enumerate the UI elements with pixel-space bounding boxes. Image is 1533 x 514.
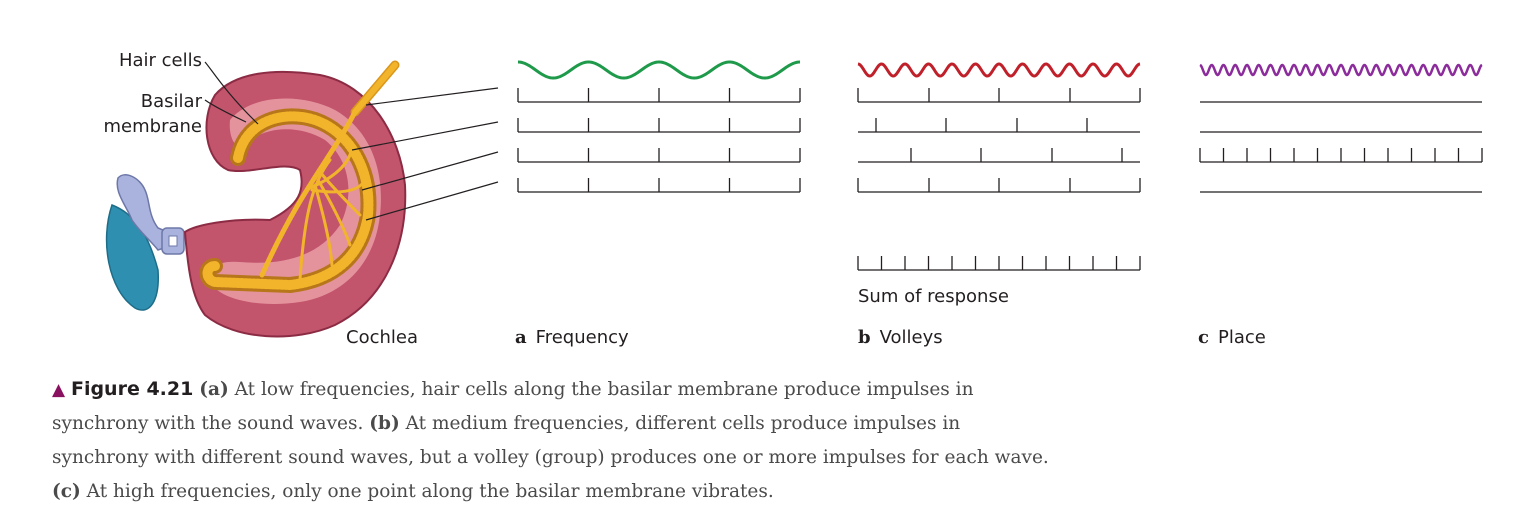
panel-b-label: b Volleys <box>858 327 943 348</box>
impulse-traces-b <box>858 88 1140 192</box>
wave-medium-frequency <box>858 64 1140 76</box>
basilar-label-line1: Basilar <box>141 91 202 112</box>
impulse-traces-c <box>1200 102 1482 192</box>
caption-b-letter: (b) <box>369 413 399 434</box>
panel-c-label: c Place <box>1198 327 1266 348</box>
diagram-canvas <box>0 0 1533 360</box>
cochlea-label: Cochlea <box>346 327 418 348</box>
wave-low-frequency <box>518 62 800 78</box>
panel-a-letter: a <box>515 327 527 348</box>
caption-c-text: At high frequencies, only one point alon… <box>87 481 774 502</box>
panel-a-label: a Frequency <box>515 327 629 348</box>
hair-cells-label: Hair cells <box>119 50 202 71</box>
sum-of-response-trace <box>858 256 1140 270</box>
caption-c-letter: (c) <box>52 481 81 502</box>
caption-a-letter: (a) <box>199 379 229 400</box>
panel-a-title: Frequency <box>536 327 629 348</box>
impulse-traces-a <box>518 88 800 192</box>
panel-b-title: Volleys <box>880 327 943 348</box>
panel-c-letter: c <box>1198 327 1209 348</box>
figure-caption: ▲ Figure 4.21 (a) At low frequencies, ha… <box>52 372 1052 509</box>
figure-number: Figure 4.21 <box>71 378 193 400</box>
sum-of-response-label: Sum of response <box>858 286 1009 307</box>
panel-b-letter: b <box>858 327 871 348</box>
wave-high-frequency <box>1200 65 1482 75</box>
basilar-label-line2: membrane <box>104 116 202 137</box>
caption-triangle-icon: ▲ <box>52 380 65 400</box>
panel-c-title: Place <box>1218 327 1266 348</box>
figure: Hair cells Basilar membrane Cochlea Sum … <box>0 0 1533 360</box>
